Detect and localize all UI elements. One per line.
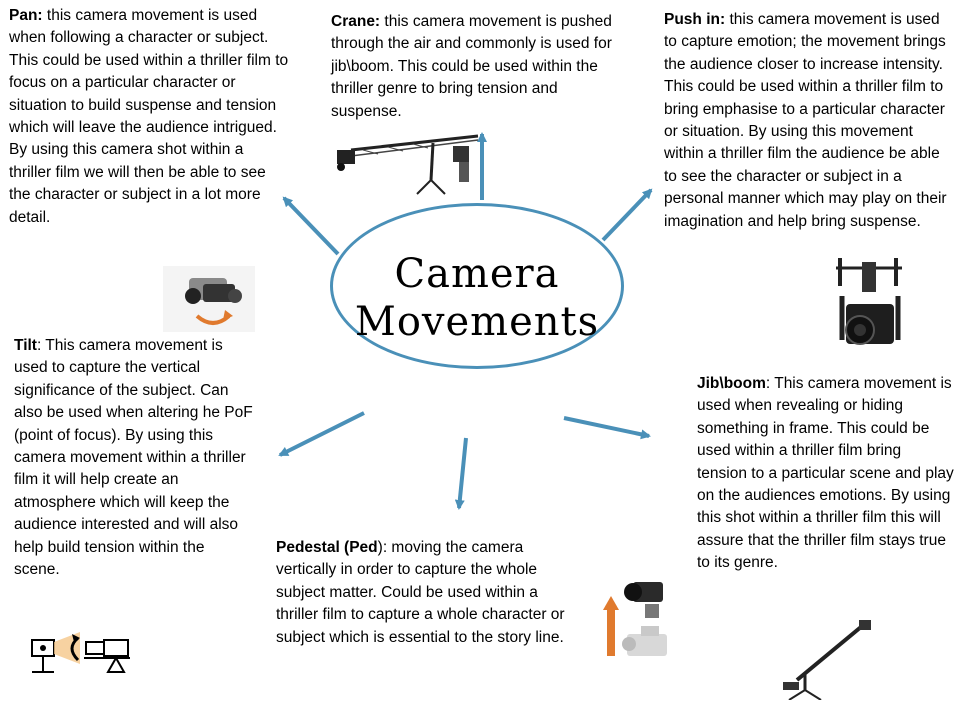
pedestal-text: ): moving the camera vertically in order… [276, 539, 565, 646]
pan-text: this camera movement is used when follow… [9, 7, 289, 226]
tilt-section: Tilt: This camera movement is used to ca… [14, 335, 254, 581]
push-in-term: Push in: [664, 11, 726, 28]
arrow-push-in [601, 188, 653, 242]
push-in-gimbal-icon [836, 258, 902, 345]
arrow-pedestal [454, 437, 468, 510]
tilt-text: : This camera movement is used to captur… [14, 337, 253, 579]
jib-boom-arm-icon [783, 620, 871, 700]
crane-term: Crane: [331, 13, 381, 30]
pan-camera-icon [163, 266, 255, 332]
tilt-term: Tilt [14, 337, 37, 354]
arrow-tilt [278, 411, 365, 457]
push-in-section: Push in: this camera movement is used to… [664, 9, 956, 233]
push-in-text: this camera movement is used to capture … [664, 11, 947, 230]
pedestal-camera-icon [603, 582, 667, 656]
arrow-jib-boom [563, 416, 651, 440]
tilt-diagram-icon [31, 632, 130, 673]
pan-section: Pan: this camera movement is used when f… [9, 5, 289, 229]
jib-boom-term: Jib\boom [697, 375, 766, 392]
jib-boom-text: : This camera movement is used when reve… [697, 375, 954, 572]
pedestal-section: Pedestal (Ped): moving the camera vertic… [276, 537, 576, 649]
arrow-pan [282, 196, 340, 256]
crane-text: this camera movement is pushed through t… [331, 13, 612, 120]
center-title: Camera Movements [354, 251, 600, 345]
crane-section: Crane: this camera movement is pushed th… [331, 11, 631, 123]
jib-boom-section: Jib\boom: This camera movement is used w… [697, 373, 955, 575]
crane-camera-icon [337, 134, 479, 195]
pedestal-term: Pedestal (Ped [276, 539, 378, 556]
center-ellipse [330, 203, 624, 369]
pan-term: Pan: [9, 7, 43, 24]
